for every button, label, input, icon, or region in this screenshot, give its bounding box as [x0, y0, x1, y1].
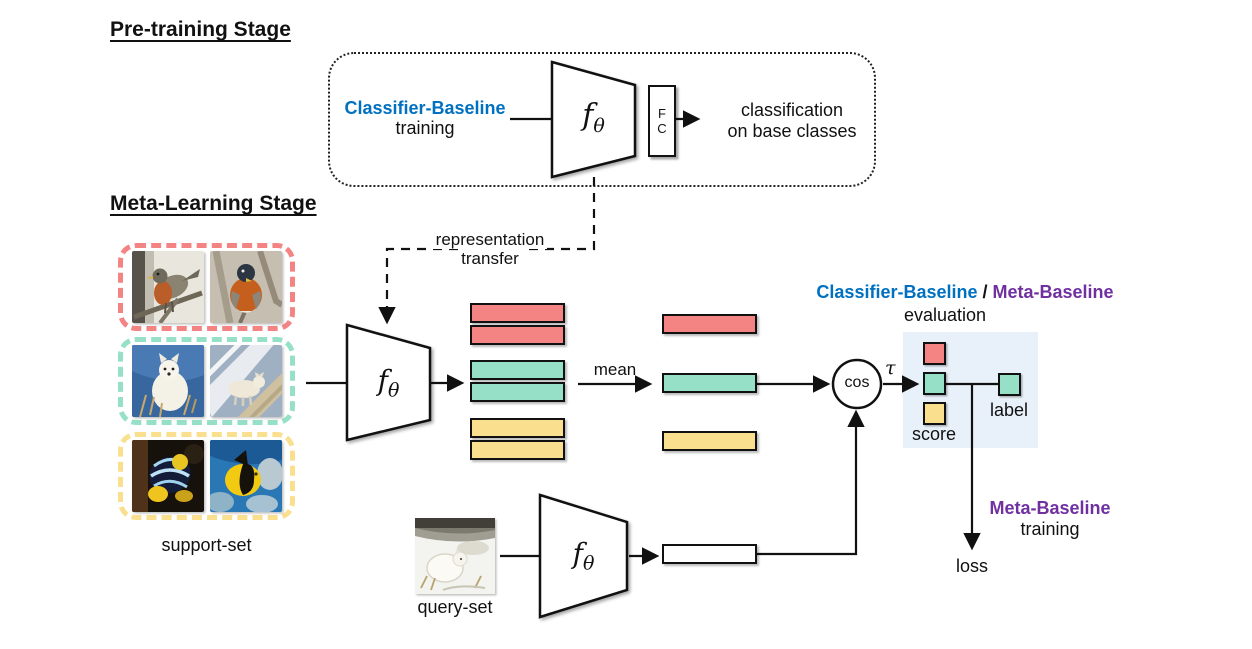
representation-transfer-line2: transfer: [458, 249, 522, 268]
meta-encoder-symbol: fθ: [347, 364, 430, 402]
query-set-label: query-set: [417, 597, 493, 617]
encoder-theta: θ: [387, 379, 400, 402]
representation-transfer-line1: representation: [432, 230, 548, 249]
centroid-bar-teal: [662, 373, 757, 393]
classifier-training-label: training: [395, 118, 455, 138]
support-set-label: support-set: [161, 535, 252, 555]
score-square-yellow: [923, 402, 946, 425]
feature-bar-teal-2: [470, 382, 565, 402]
loss-label: loss: [955, 556, 988, 576]
feature-bar-red-2: [470, 325, 565, 345]
score-square-teal: [923, 372, 946, 395]
fc-letter-c: C: [657, 121, 667, 136]
training-heading-sub: training: [1020, 519, 1080, 539]
query-image-fox: [415, 518, 495, 594]
centroid-bar-yellow: [662, 431, 757, 451]
support-image-fox-1: [131, 345, 204, 417]
pretraining-encoder-symbol: fθ: [552, 98, 635, 137]
eval-heading-meta-baseline: Meta-Baseline: [992, 282, 1114, 302]
encoder-f: f: [572, 537, 583, 570]
arrow-query-feature-to-cos: [757, 409, 865, 556]
feature-bar-red-1: [470, 303, 565, 323]
support-image-robin-1: [131, 251, 204, 323]
mean-label: mean: [593, 360, 637, 379]
support-image-fish-2: [209, 440, 282, 512]
centroid-bar-red: [662, 314, 757, 334]
eval-heading-classifier-baseline: Classifier-Baseline: [816, 282, 978, 302]
label-label: label: [989, 400, 1029, 420]
query-feature-bar: [662, 544, 757, 564]
support-image-fox-2: [209, 345, 282, 417]
label-square-teal: [998, 373, 1021, 396]
encoder-theta: θ: [582, 552, 595, 575]
support-class-foxes: [118, 337, 295, 425]
cos-label: cos: [844, 374, 870, 391]
pretraining-stage-title: Pre-training Stage: [110, 18, 291, 41]
training-heading-meta-baseline: Meta-Baseline: [989, 498, 1111, 518]
fc-letter-f: F: [658, 106, 666, 121]
support-image-robin-2: [209, 251, 282, 323]
feature-bar-teal-1: [470, 360, 565, 380]
encoder-f: f: [377, 364, 388, 397]
support-class-fish: [118, 432, 295, 520]
evaluation-label: evaluation: [903, 305, 987, 325]
fc-layer-box: F C: [648, 85, 676, 157]
meta-learning-stage-title: Meta-Learning Stage: [110, 192, 317, 215]
feature-bar-yellow-1: [470, 418, 565, 438]
query-encoder-symbol: fθ: [540, 537, 627, 575]
score-square-red: [923, 342, 946, 365]
tau-label: τ: [885, 357, 896, 379]
score-label: score: [911, 424, 956, 444]
support-image-fish-1: [131, 440, 204, 512]
classifier-baseline-label: Classifier-Baseline: [344, 98, 506, 118]
classification-line1: classification: [740, 100, 844, 120]
classification-line2: on base classes: [727, 121, 857, 141]
support-class-birds: [118, 243, 295, 331]
encoder-f: f: [582, 98, 594, 133]
feature-bar-yellow-2: [470, 440, 565, 460]
eval-heading-separator: /: [977, 282, 993, 302]
pretraining-box: [328, 52, 876, 187]
encoder-theta: θ: [593, 115, 605, 137]
